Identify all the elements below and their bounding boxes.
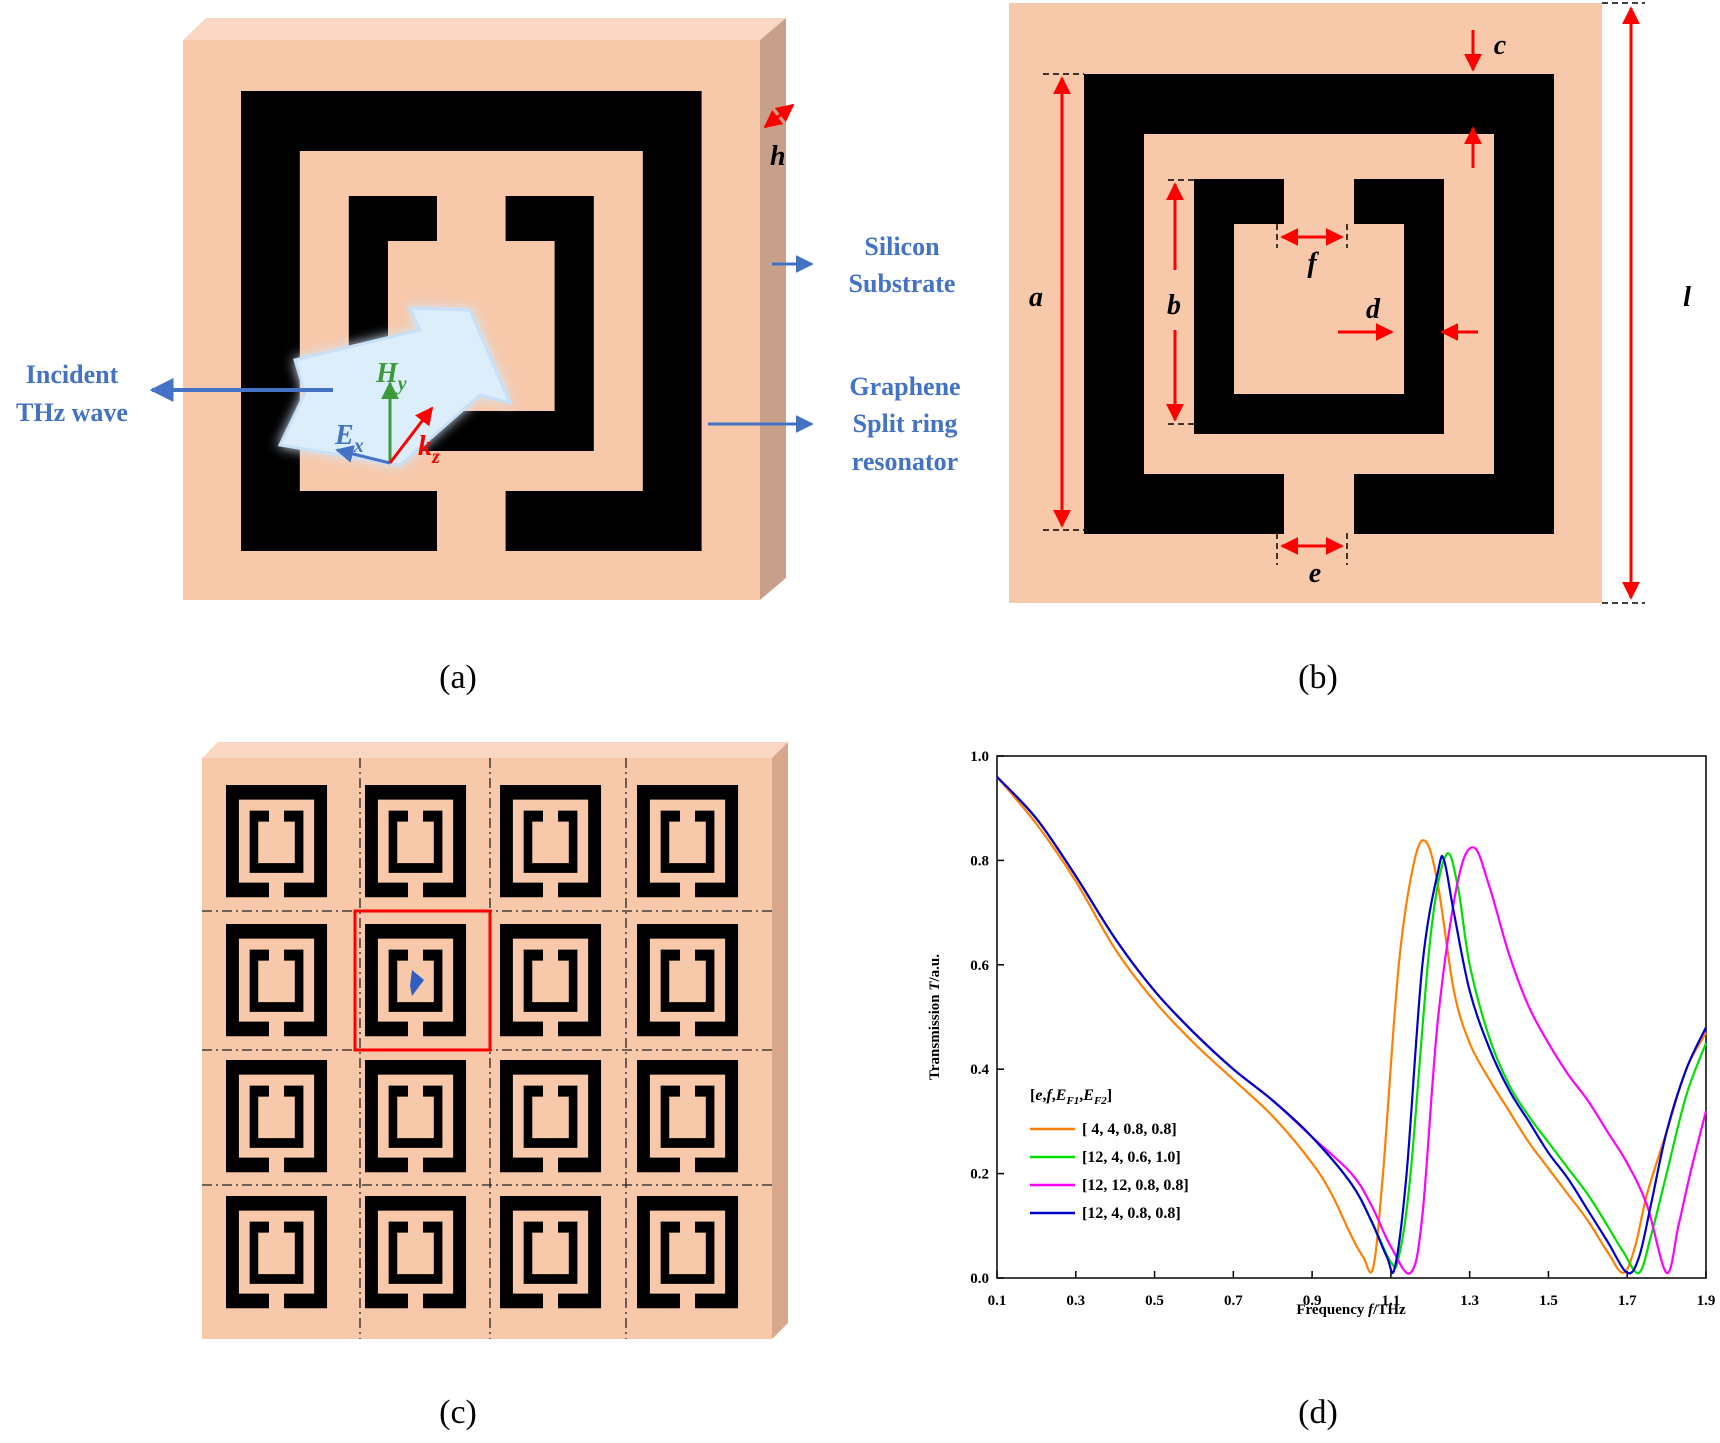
panel-c: (c) <box>202 742 788 1431</box>
x-tick-label: 1.5 <box>1539 1293 1558 1309</box>
caption-a: (a) <box>439 659 477 696</box>
legend-entry: [12, 4, 0.6, 1.0] <box>1082 1149 1181 1166</box>
y-tick-label: 0.0 <box>970 1271 989 1287</box>
y-axis-title: Transmission T/a.u. <box>927 954 943 1080</box>
caption-b: (b) <box>1298 659 1338 696</box>
series-line-1 <box>996 776 1707 1274</box>
dim-c-label: c <box>1494 30 1507 61</box>
legend-title: [e,f,EF1,EF2] <box>1030 1087 1112 1107</box>
silicon-label-line1: Silicon <box>864 232 940 261</box>
x-axis-title: Frequency f/THz <box>1296 1302 1406 1318</box>
k-vector-arrow <box>388 406 434 464</box>
caption-c: (c) <box>439 1394 477 1431</box>
panel-b: a b c d e f l (b) <box>1009 2 1691 696</box>
incident-label-line2: THz wave <box>16 398 128 427</box>
thickness-label: h <box>770 141 786 172</box>
series-line-3 <box>996 776 1708 1275</box>
legend-entry: [ 4, 4, 0.8, 0.8] <box>1082 1121 1177 1138</box>
array-side-face <box>772 742 788 1339</box>
panel-d: 0.1 0.3 0.5 0.7 0.9 1.1 1.3 1.5 1.7 1.9 0.0 0.2 0.4 0… <box>927 749 1715 1431</box>
dim-f-label: f <box>1307 248 1319 279</box>
chart-series <box>996 776 1708 1275</box>
y-tick-label: 0.8 <box>970 853 989 869</box>
x-tick-label: 0.3 <box>1066 1293 1085 1309</box>
silicon-label-line2: Substrate <box>849 269 956 298</box>
h-field-label: Hy <box>375 358 407 395</box>
dim-a-label: a <box>1029 282 1043 313</box>
x-tick-label: 0.7 <box>1224 1293 1243 1309</box>
e-field-label: Ex <box>334 420 364 457</box>
graphene-label-line2: Split ring <box>853 409 958 438</box>
array-top-face <box>202 742 788 758</box>
x-tick-label: 0.9 <box>1303 1293 1322 1309</box>
x-tick-label: 1.7 <box>1618 1293 1637 1309</box>
y-tick-label: 0.6 <box>970 958 989 974</box>
x-tick-label: 1.1 <box>1382 1293 1401 1309</box>
y-tick-label: 0.2 <box>970 1167 989 1183</box>
x-tick-label: 1.9 <box>1697 1293 1716 1309</box>
substrate-top-face <box>183 18 786 40</box>
dim-d-label: d <box>1366 294 1381 325</box>
plot-frame <box>996 755 1707 1279</box>
legend: [e,f,EF1,EF2] [ 4, 4, 0.8, 0.8] [12, 4, 0… <box>1030 1087 1189 1222</box>
incident-wave-marker <box>410 970 424 996</box>
series-line-2 <box>996 776 1708 1275</box>
y-tick-label: 0.4 <box>970 1062 989 1078</box>
graphene-label-line3: resonator <box>852 447 958 476</box>
dim-b-label: b <box>1167 290 1181 321</box>
chart-ticks: 0.1 0.3 0.5 0.7 0.9 1.1 1.3 1.5 1.7 1.9 0.0 0.2 0.4 0… <box>970 749 1715 1309</box>
highlighted-unit-cell <box>353 909 492 1052</box>
caption-d: (d) <box>1298 1394 1338 1431</box>
e-field-arrow <box>335 445 391 465</box>
thickness-arrow <box>763 103 795 129</box>
k-vector-label: kz <box>418 431 440 468</box>
dim-l-label: l <box>1683 282 1691 313</box>
x-tick-label: 1.3 <box>1460 1293 1479 1309</box>
dim-e-label: e <box>1309 558 1321 589</box>
x-tick-label: 0.1 <box>988 1293 1007 1309</box>
series-line-4 <box>996 776 1707 1275</box>
dimension-lines <box>1043 2 1645 604</box>
x-tick-label: 0.5 <box>1145 1293 1164 1309</box>
substrate-side-face <box>760 18 786 600</box>
graphene-label-line1: Graphene <box>849 372 960 401</box>
legend-entry: [12, 12, 0.8, 0.8] <box>1082 1177 1189 1194</box>
incident-label-line1: Incident <box>26 360 119 389</box>
panel-a: Hy Ex kz h Silicon Substrate Graphene Sp… <box>16 18 961 696</box>
legend-entry: [12, 4, 0.8, 0.8] <box>1082 1205 1181 1222</box>
y-tick-label: 1.0 <box>970 749 989 765</box>
